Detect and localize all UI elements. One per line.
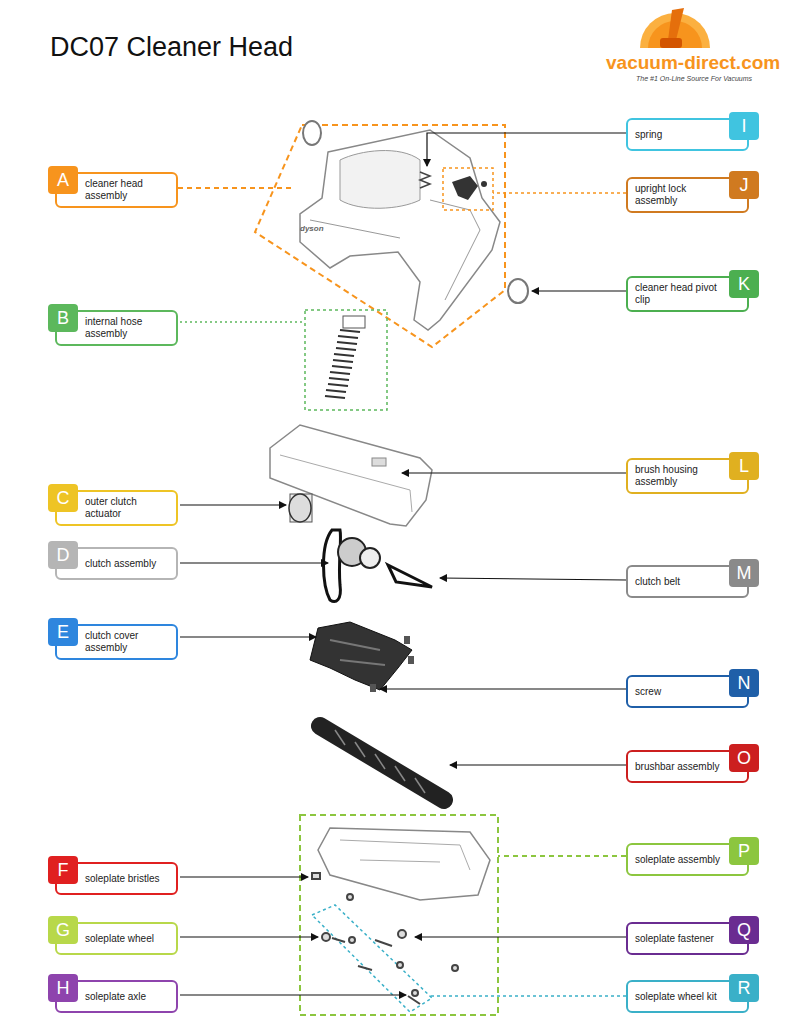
part-name: clutch cover assembly	[85, 630, 170, 654]
part-name: soleplate assembly	[635, 854, 720, 866]
callout-box: Binternal hose assembly	[55, 310, 178, 346]
callout-box: Lbrush housing assembly	[626, 458, 749, 494]
callout-box: Qsoleplate fastener	[626, 922, 749, 955]
callout-letter: L	[729, 452, 759, 480]
callout-box: Ispring	[626, 118, 749, 151]
part-name: cleaner head assembly	[85, 178, 170, 202]
callout-letter: P	[729, 837, 759, 865]
callout-letter: J	[729, 171, 759, 199]
callout-box: Obrushbar assembly	[626, 750, 749, 783]
callout-letter: F	[48, 856, 78, 884]
part-name: brushbar assembly	[635, 761, 719, 773]
callout-letter: R	[729, 974, 759, 1002]
brand-mark: dyson	[300, 224, 324, 233]
callout-letter: I	[729, 112, 759, 140]
part-name: soleplate wheel kit	[635, 991, 717, 1003]
part-name: spring	[635, 129, 662, 141]
callout-box: Kcleaner head pivot clip	[626, 276, 749, 312]
callout-letter: C	[48, 484, 78, 512]
part-name: clutch assembly	[85, 558, 156, 570]
callout-box: Dclutch assembly	[55, 547, 178, 580]
callout-letter: B	[48, 304, 78, 332]
logo-icon	[640, 8, 710, 48]
callout-letter: M	[729, 559, 759, 587]
callout-letter: K	[729, 270, 759, 298]
callout-letter: E	[48, 618, 78, 646]
callout-box: Couter clutch actuator	[55, 490, 178, 526]
logo-text: vacuum-direct.com	[606, 52, 780, 74]
part-name: soleplate bristles	[85, 873, 159, 885]
callout-box: Jupright lock assembly	[626, 177, 749, 213]
callout-box: Eclutch cover assembly	[55, 624, 178, 660]
part-name: soleplate axle	[85, 991, 146, 1003]
part-name: soleplate wheel	[85, 933, 154, 945]
tagline: The #1 On-Line Source For Vacuums	[636, 75, 752, 82]
part-name: cleaner head pivot clip	[635, 282, 723, 306]
part-name: upright lock assembly	[635, 183, 723, 207]
callout-box: Acleaner head assembly	[55, 172, 178, 208]
callout-letter: A	[48, 166, 78, 194]
callout-box: Gsoleplate wheel	[55, 922, 178, 955]
callout-box: Psoleplate assembly	[626, 843, 749, 876]
callout-letter: D	[48, 541, 78, 569]
part-name: clutch belt	[635, 576, 680, 588]
part-name: outer clutch actuator	[85, 496, 170, 520]
callout-box: Fsoleplate bristles	[55, 862, 178, 895]
callout-box: Rsoleplate wheel kit	[626, 980, 749, 1013]
callout-box: Hsoleplate axle	[55, 980, 178, 1013]
diagram-title: DC07 Cleaner Head	[50, 32, 293, 63]
callout-letter: Q	[729, 916, 759, 944]
part-name: screw	[635, 686, 661, 698]
part-name: soleplate fastener	[635, 933, 714, 945]
callout-letter: H	[48, 974, 78, 1002]
callout-box: Mclutch belt	[626, 565, 749, 598]
callout-letter: N	[729, 669, 759, 697]
callout-letter: G	[48, 916, 78, 944]
part-name: brush housing assembly	[635, 464, 723, 488]
callout-box: Nscrew	[626, 675, 749, 708]
part-name: internal hose assembly	[85, 316, 170, 340]
callout-letter: O	[729, 744, 759, 772]
